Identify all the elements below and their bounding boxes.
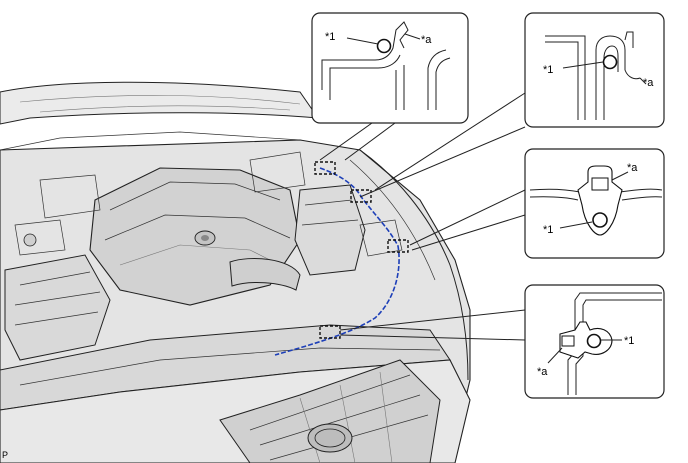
label-mark-a: *a xyxy=(627,162,638,174)
label-mark-a: *a xyxy=(421,34,432,46)
label-part-1: *1 xyxy=(543,64,553,76)
wire-harness xyxy=(274,167,400,356)
label-part-1: *1 xyxy=(325,31,335,43)
air-cleaner xyxy=(4,254,111,361)
hood xyxy=(0,81,320,125)
corner-label: P xyxy=(2,450,8,460)
clamp-marker-1 xyxy=(314,161,336,175)
detail-box-2: *1 *a xyxy=(524,12,665,128)
part-1-circle xyxy=(586,333,602,349)
clip-body xyxy=(577,165,623,236)
leader-lines xyxy=(319,92,526,341)
clamp-marker-4 xyxy=(319,325,341,339)
label-part-1: *1 xyxy=(624,335,634,347)
detail-box-3: *1 *a xyxy=(524,148,665,259)
part-1-circle xyxy=(592,212,608,228)
part-1-circle xyxy=(376,38,392,54)
label-part-1: *1 xyxy=(543,224,553,236)
grille xyxy=(219,359,441,463)
clamp-markers xyxy=(314,161,409,339)
part-1-circle xyxy=(602,54,618,70)
fuse-box xyxy=(294,184,366,276)
vehicle-illustration xyxy=(0,81,471,463)
label-mark-a: *a xyxy=(537,366,548,378)
lexus-emblem xyxy=(307,423,353,453)
clamp-marker-3 xyxy=(387,239,409,253)
detail-box-4: *1 *a xyxy=(524,284,665,399)
label-mark-a: *a xyxy=(643,77,654,89)
detail-box-1: *1 *a xyxy=(311,12,469,124)
clamp-marker-2 xyxy=(350,189,372,203)
intake-pipe xyxy=(229,258,301,291)
